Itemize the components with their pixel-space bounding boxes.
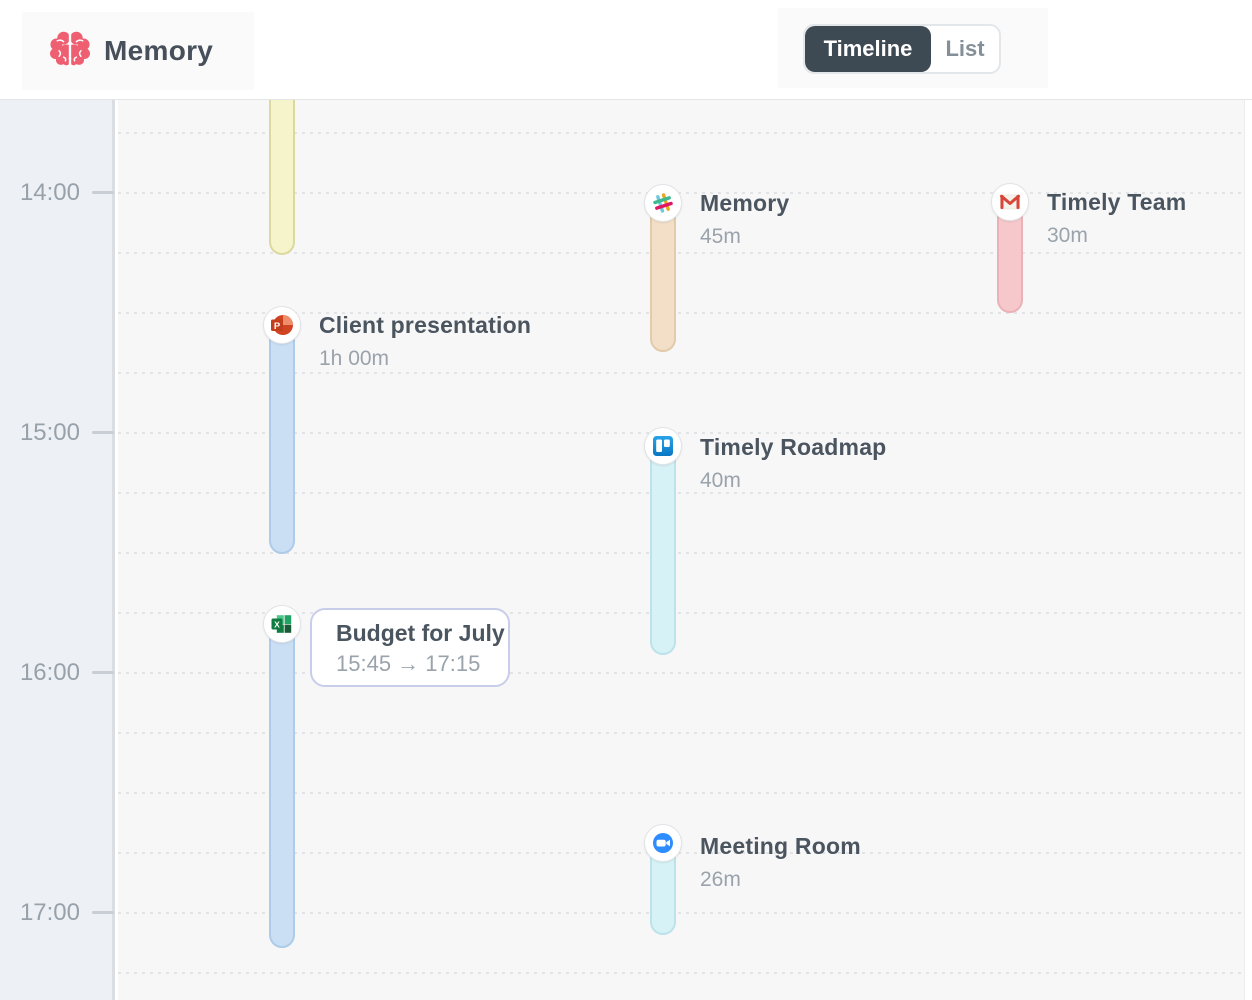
gmail-icon[interactable] (991, 183, 1029, 221)
tooltip-time-range: 15:45 → 17:15 (336, 651, 481, 676)
tooltip-title: Budget for July (336, 620, 505, 646)
entry-title: Memory (700, 190, 790, 216)
entry-title: Timely Team (1047, 189, 1187, 215)
view-toggle: Timeline List (778, 8, 1048, 88)
quarter-hour-gridline (118, 852, 1244, 854)
quarter-hour-gridline (118, 732, 1244, 734)
entry-duration: 30m (1047, 224, 1088, 247)
scroll-gutter[interactable] (1244, 100, 1252, 1000)
hour-tick (92, 431, 114, 434)
slack-icon[interactable] (644, 184, 682, 222)
entry-duration: 26m (700, 868, 741, 891)
entry-tooltip: Budget for July 15:45 → 17:15 (310, 608, 510, 687)
quarter-hour-gridline (118, 372, 1244, 374)
quarter-hour-gridline (118, 252, 1244, 254)
svg-text:P: P (274, 321, 281, 332)
app-header: Memory Timeline List (0, 0, 1252, 100)
entry-title: Meeting Room (700, 833, 861, 859)
quarter-hour-gridline (118, 432, 1244, 434)
excel-icon[interactable]: X (263, 605, 301, 643)
hour-label-14: 14:00 (19, 179, 80, 206)
zoom-icon[interactable] (644, 824, 682, 862)
quarter-hour-gridline (118, 192, 1244, 194)
timeline-canvas: Memory 45m Timely Team 30m P Client pres… (118, 100, 1244, 1000)
quarter-hour-gridline (118, 972, 1244, 974)
quarter-hour-gridline (118, 912, 1244, 914)
svg-text:X: X (274, 620, 280, 630)
quarter-hour-gridline (118, 612, 1244, 614)
tab-list[interactable]: List (945, 36, 985, 61)
hour-label-17: 17:00 (19, 899, 80, 926)
entry-bar-client-presentation[interactable] (269, 316, 295, 554)
entry-duration: 40m (700, 469, 741, 492)
quarter-hour-gridline (118, 312, 1244, 314)
powerpoint-icon[interactable]: P (263, 306, 301, 344)
trello-icon[interactable] (644, 427, 682, 465)
entry-duration: 45m (700, 225, 741, 248)
tab-timeline[interactable]: Timeline (805, 26, 931, 72)
entry-title: Client presentation (319, 312, 532, 338)
quarter-hour-gridline (118, 792, 1244, 794)
quarter-hour-gridline (118, 132, 1244, 134)
entry-duration: 1h 00m (319, 347, 390, 370)
entry-bar-timely-roadmap[interactable] (650, 438, 676, 655)
entry-bar-budget-for-july[interactable] (269, 610, 295, 948)
entry-bar-untracked[interactable] (269, 100, 295, 255)
time-axis: 14:00 15:00 16:00 17:00 (0, 100, 115, 1000)
hour-label-16: 16:00 (19, 659, 80, 686)
brain-icon (48, 29, 92, 74)
app-title: Memory (104, 35, 214, 66)
hour-label-15: 15:00 (19, 419, 80, 446)
quarter-hour-gridline (118, 552, 1244, 554)
entry-title: Timely Roadmap (700, 434, 887, 460)
hour-tick (92, 671, 114, 674)
hour-tick (92, 191, 114, 194)
hour-tick (92, 911, 114, 914)
view-toggle-control: Timeline List (803, 24, 1001, 74)
quarter-hour-gridline (118, 492, 1244, 494)
app-logo: Memory (22, 12, 254, 90)
quarter-hour-gridline (118, 672, 1244, 674)
